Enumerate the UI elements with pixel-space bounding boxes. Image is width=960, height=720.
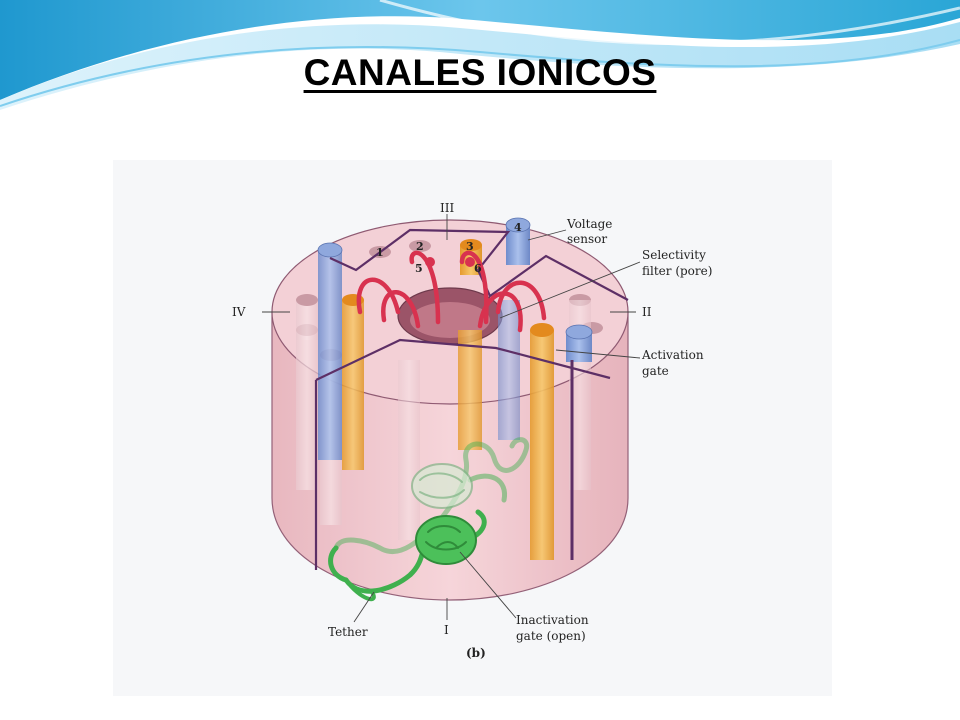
panel-label: (b) (466, 646, 486, 660)
segment-number-5: 5 (415, 262, 423, 275)
helix-pale-5 (398, 360, 420, 540)
helix-orange-center (458, 330, 482, 450)
callout-activation-gate-line1: Activation (641, 348, 704, 362)
wave-line-2 (379, 0, 960, 45)
callout-voltage-sensor-line2: sensor (567, 232, 607, 246)
pore-inner (410, 302, 490, 338)
header-wave-decoration (0, 0, 960, 110)
helix-orange-left (342, 300, 364, 470)
helix-tubes (296, 217, 603, 560)
leader-lines (262, 214, 641, 623)
callout-inactivation-gate-line2: gate (open) (516, 629, 586, 643)
wave-band-dark (0, 0, 960, 100)
inactivation-gate (328, 437, 530, 602)
label-domain-ii: II (642, 305, 652, 319)
callout-inactivation-gate-line1: Inactivation (516, 613, 589, 627)
callout-selectivity-filter-line2: filter (pore) (642, 264, 712, 278)
helix-pale-1 (296, 330, 318, 490)
voltage-sensor-ii-back (498, 300, 520, 440)
inactivation-ball (415, 515, 477, 565)
pore-loops (356, 250, 547, 333)
segment-number-4: 4 (514, 221, 522, 234)
callout-selectivity-filter-line1: Selectivity (642, 248, 706, 262)
label-domain-iv: IV (232, 305, 246, 319)
voltage-sensor-iv (318, 250, 342, 460)
segment-number-2: 2 (416, 240, 424, 253)
helix-pale-3 (296, 300, 318, 340)
label-domain-i: I (444, 623, 449, 637)
label-domain-iii: III (440, 201, 454, 215)
wave-band-light (0, 22, 960, 110)
segment-number-1: 1 (376, 246, 384, 259)
segment-number-3: 3 (466, 240, 474, 253)
helix-orange-right (530, 330, 554, 560)
domain-dividers (314, 228, 629, 570)
wave-line (0, 39, 960, 107)
inactivation-loop-ghost (411, 463, 473, 509)
pore-loop-tips (425, 257, 475, 267)
segment-number-6: 6 (474, 262, 482, 275)
slide-title: CANALES IONICOS (303, 52, 657, 93)
callout-voltage-sensor-line1: Voltage (566, 217, 612, 231)
callout-tether: Tether (328, 625, 368, 639)
callout-activation-gate-line2: gate (642, 364, 669, 378)
